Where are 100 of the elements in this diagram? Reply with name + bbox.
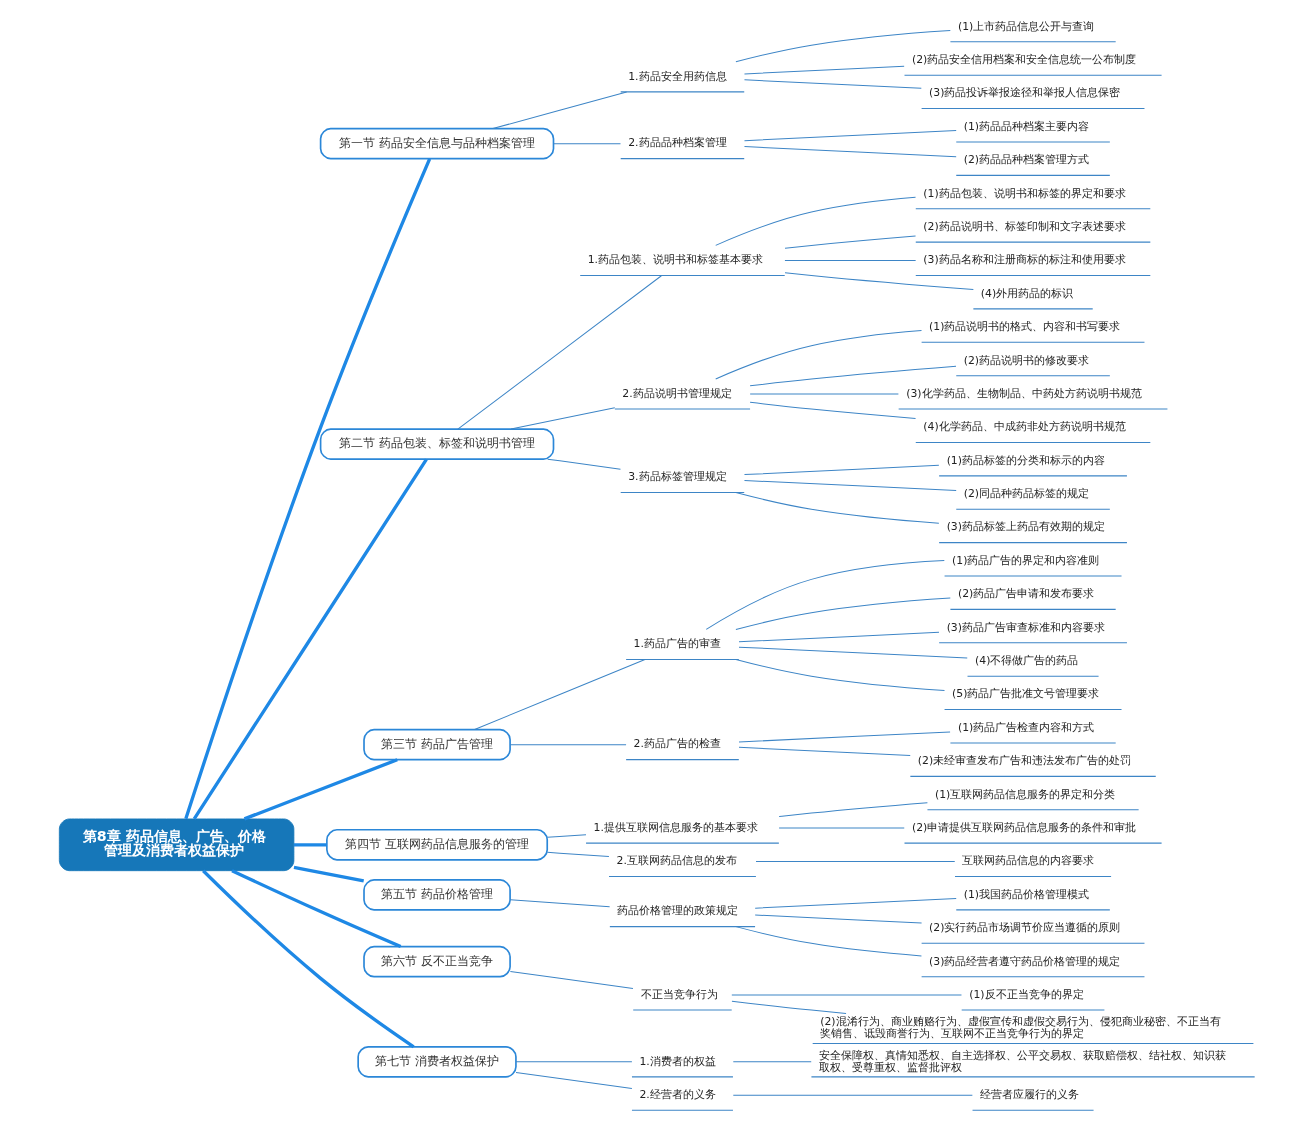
connector (737, 646, 968, 659)
node-text: (3)药品经营者遵守药品价格管理的规定 (928, 954, 1120, 968)
connector (734, 597, 951, 630)
connector (755, 861, 955, 862)
connector (192, 458, 428, 820)
connector (293, 865, 364, 883)
connector (732, 1094, 973, 1096)
node-text: (5)药品广告批准文号管理要求 (951, 687, 1099, 701)
connector (515, 1061, 632, 1063)
node-text: 药品价格管理的政策规定 (616, 904, 738, 918)
node-text: (4)化学药品、中成药非处方药说明书规范 (922, 420, 1126, 434)
connector (737, 631, 939, 643)
connector (743, 479, 957, 492)
connector (201, 869, 415, 1049)
node-text: 3.药品标签管理规定 (627, 470, 727, 484)
node-box: 第二节 药品包装、标签和说明书管理 (319, 428, 554, 460)
connector (509, 971, 633, 989)
node-text: (3)药品标签上药品有效期的规定 (946, 520, 1105, 534)
node-text: 1.消费者的权益 (638, 1054, 716, 1068)
node-text: 互联网药品信息的内容要求 (962, 854, 1095, 868)
node-text: (1)药品标签的分类和标示的内容 (946, 453, 1105, 467)
node-text: (2)药品广告申请和发布要求 (957, 587, 1094, 601)
connector (734, 29, 951, 63)
connector (754, 898, 957, 909)
connector (293, 843, 327, 847)
connector (509, 744, 627, 746)
connector (743, 464, 939, 476)
node-text: (3)药品名称和注册商标的标注和使用要求 (922, 253, 1126, 267)
node-text: 1.药品安全用药信息 (627, 69, 727, 83)
node-text: (2)未经审查发布广告和违法发布广告的处罚 (917, 754, 1131, 768)
node-box: 第六节 反不正当竞争 (362, 945, 511, 978)
connector (546, 458, 621, 470)
node-text: 2.经营者的义务 (638, 1088, 716, 1102)
node-text: (1)药品说明书的格式、内容和书写要求 (928, 320, 1120, 334)
node-text: 经营者应履行的义务 (979, 1088, 1079, 1102)
connector (552, 143, 621, 145)
connector (732, 1061, 812, 1063)
connector (749, 401, 916, 419)
connector (784, 272, 974, 291)
connector (737, 731, 951, 743)
connector (737, 746, 911, 756)
connector (510, 407, 615, 430)
node-text: 2.互联网药品信息的发布 (616, 854, 737, 868)
node-text: (2)药品安全信用档案和安全信息统一公布制度 (911, 53, 1136, 66)
connector (243, 758, 398, 821)
connector (714, 329, 922, 380)
connector (491, 91, 627, 130)
node-box: 第8章 药品信息、广告、价格管理及消费者权益保护 (58, 818, 294, 872)
node-text: (3)化学药品、生物制品、中药处方药说明书规范 (905, 386, 1142, 400)
node-text: (3)药品投诉举报途径和举报人信息保密 (928, 86, 1120, 100)
connector (546, 851, 609, 857)
connector (730, 1000, 847, 1014)
connector (473, 659, 645, 731)
node-text: (1)上市药品信息公开与查询 (957, 19, 1094, 33)
connector (743, 146, 957, 158)
node-box: 第三节 药品广告管理 (362, 728, 511, 761)
node-text: (1)药品包装、说明书和标签的界定和要求 (922, 186, 1126, 200)
connector (509, 899, 610, 908)
connector (230, 869, 401, 949)
node-text: (1)药品品种档案主要内容 (963, 119, 1089, 133)
connector (743, 130, 957, 142)
connector (456, 275, 662, 430)
node-text: 2.药品说明书管理规定 (621, 386, 732, 400)
node-text: 2.药品品种档案管理 (627, 136, 727, 150)
node-text: (1)我国药品价格管理模式 (963, 887, 1089, 901)
node-text: 2.药品广告的检查 (633, 737, 721, 751)
node-text: (2)混淆行为、商业贿赂行为、虚假宣传和虚假交易行为、侵犯商业秘密、不正当有奖销售、诋毁商誉行为、互联网不正当竞争行为的界定 (819, 1015, 1221, 1041)
node-text: (2)同品种药品标签的规定 (963, 487, 1089, 501)
connector (705, 560, 945, 630)
node-text: (4)外用药品的标识 (980, 286, 1073, 300)
connector (778, 802, 928, 817)
node-text: 不正当竞争行为 (640, 987, 718, 1001)
connector (754, 914, 922, 924)
connector (714, 196, 916, 246)
node-box: 第七节 消费者权益保护 (356, 1045, 517, 1078)
connector (515, 1072, 632, 1089)
node-text: 1.提供互联网信息服务的基本要求 (593, 820, 758, 834)
node-text: (2)药品品种档案管理方式 (963, 153, 1089, 167)
node-text: (2)药品说明书的修改要求 (963, 353, 1089, 367)
connector (183, 158, 431, 820)
node-text: (1)药品广告的界定和内容准则 (951, 553, 1099, 567)
connector (734, 659, 945, 691)
connector (546, 834, 586, 838)
node-text: 1.药品包装、说明书和标签基本要求 (587, 253, 763, 267)
connector (734, 492, 939, 524)
connector (784, 235, 916, 249)
node-text: (2)实行药品市场调节价应当遵循的原则 (928, 921, 1120, 935)
node-text: (1)互联网药品信息服务的界定和分类 (934, 787, 1115, 801)
node-text: (2)药品说明书、标签印制和文字表述要求 (922, 219, 1126, 233)
node-text: (1)药品广告检查内容和方式 (957, 720, 1094, 734)
node-box: 第一节 药品安全信息与品种档案管理 (319, 127, 554, 160)
connector (783, 260, 916, 261)
node-box: 第五节 药品价格管理 (362, 879, 511, 911)
connector (749, 365, 956, 387)
connector (743, 65, 905, 75)
node-text: (3)药品广告审查标准和内容要求 (946, 620, 1105, 634)
connector (734, 926, 922, 957)
node-text: (4)不得做广告的药品 (974, 654, 1078, 667)
node-text: 1.药品广告的审查 (633, 637, 721, 651)
connector (743, 79, 922, 89)
